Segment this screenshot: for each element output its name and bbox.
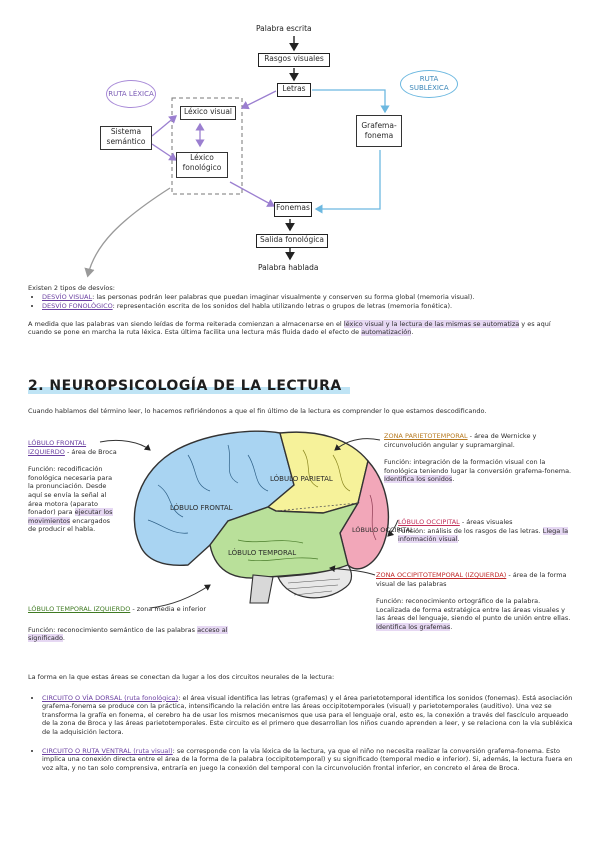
list-item: DESVÍO FONOLÓGICO: representación escrit… xyxy=(42,302,573,311)
text: Función: reconocimiento ortográfico de l… xyxy=(376,597,571,623)
parietotemporal-notes: ZONA PARIETOTEMPORAL - área de Wernicke … xyxy=(384,432,574,484)
dyslexia-section: Existen 2 tipos de desvíos: DESVÍO VISUA… xyxy=(28,284,573,337)
temporal-area: - zona media e inferior xyxy=(132,605,207,613)
parieto-function: Función: integración de la formación vis… xyxy=(384,458,574,484)
diagram-lexico-fonologico: Léxico fonológico xyxy=(176,152,228,178)
section-intro: Cuando hablamos del término leer, lo hac… xyxy=(28,407,487,415)
list-item: CIRCUITO O VÍA DORSAL (ruta fonológica):… xyxy=(42,694,573,737)
text: A medida que las palabras van siendo leí… xyxy=(28,319,342,328)
reading-routes-diagram xyxy=(84,36,390,278)
text: Función: análisis de los rasgos de las l… xyxy=(398,526,541,535)
list-item: CIRCUITO O RUTA VENTRAL (ruta visual): s… xyxy=(42,747,573,773)
text: Función: integración de la formación vis… xyxy=(384,458,572,475)
ot-title: ZONA OCCIPITOTEMPORAL (IZQUIERDA) xyxy=(376,571,507,579)
diagram-salida-fonologica: Salida fonológica xyxy=(256,234,328,248)
occipital-notes: LÓBULO OCCIPITAL - áreas visuales Funció… xyxy=(398,518,574,544)
frontal-area: - área de Broca xyxy=(66,447,117,456)
diagram-sistema-semantico: Sistema semántico xyxy=(100,126,152,150)
occ-area: - áreas visuales xyxy=(461,518,513,526)
occ-title: LÓBULO OCCIPITAL xyxy=(398,518,460,526)
text: y es aquí cuando se pone en marcha la ru… xyxy=(28,319,551,337)
text: . xyxy=(450,622,453,631)
section-title: 2. NEUROPSICOLOGÍA DE LA LECTURA xyxy=(28,378,350,394)
diagram-grafema-fonema: Grafema-fonema xyxy=(356,115,402,147)
brain-temporal-label: LÓBULO TEMPORAL xyxy=(228,549,297,557)
diagram-palabra-escrita: Palabra escrita xyxy=(256,24,312,33)
title-text: 2. NEUROPSICOLOGÍA DE LA LECTURA xyxy=(28,378,350,394)
list-item: DESVÍO VISUAL: las personas podrán leer … xyxy=(42,293,573,302)
highlight: Identifica los sonidos xyxy=(384,475,453,484)
item-text: se corresponde con la vía léxica de la l… xyxy=(42,746,573,772)
text: Función: reconocimiento semántico de las… xyxy=(28,625,196,634)
diagram-rasgos-visuales: Rasgos visuales xyxy=(258,53,330,67)
occ-function: Función: análisis de los rasgos de las l… xyxy=(398,526,574,544)
circuits-section: La forma en la que estas áreas se conect… xyxy=(28,673,573,773)
term: DESVÍO VISUAL xyxy=(42,292,93,301)
brain-parietal-label: LÓBULO PARIETAL xyxy=(270,475,333,483)
parieto-title: ZONA PARIETOTEMPORAL xyxy=(384,432,468,440)
term: CIRCUITO O RUTA VENTRAL (ruta visual) xyxy=(42,746,173,755)
ot-area: - área de la forma visual de las palabra… xyxy=(376,571,567,588)
text: Función: recodificación fonológica neces… xyxy=(28,465,113,517)
frontal-title: LÓBULO FRONTAL IZQUIERDO xyxy=(28,439,87,456)
text: . xyxy=(457,535,460,544)
frontal-function: Función: recodificación fonológica neces… xyxy=(28,465,118,534)
highlight: Identifica los grafemas xyxy=(376,622,451,631)
diagram-ruta-sublexica: RUTA SUBLÉXICA xyxy=(400,70,458,98)
brain-illustration xyxy=(133,430,390,604)
diagram-lexico-visual: Léxico visual xyxy=(180,106,236,120)
diagram-palabra-hablada: Palabra hablada xyxy=(258,263,319,272)
occipitotemporal-notes: ZONA OCCIPITOTEMPORAL (IZQUIERDA) - área… xyxy=(376,571,576,632)
diagram-ruta-lexica: RUTA LÉXICA xyxy=(106,80,156,108)
diagram-fonemas: Fonemas xyxy=(274,202,312,217)
text: . xyxy=(411,328,414,337)
brain-frontal-label: LÓBULO FRONTAL xyxy=(170,504,233,512)
text: . xyxy=(452,475,455,484)
term: CIRCUITO O VÍA DORSAL (ruta fonológica) xyxy=(42,693,179,702)
highlight: automatización xyxy=(361,328,412,337)
circuits-intro: La forma en la que estas áreas se conect… xyxy=(28,673,335,681)
brain-occipital-label: LÓBULO OCCIPITAL xyxy=(352,526,414,534)
temporal-left-notes: LÓBULO TEMPORAL IZQUIERDO - zona media e… xyxy=(28,605,258,643)
diagram-letras: Letras xyxy=(277,83,311,97)
brain-callouts xyxy=(99,438,399,609)
temporal-function: Función: reconocimiento semántico de las… xyxy=(28,625,258,643)
ot-function: Función: reconocimiento ortográfico de l… xyxy=(376,597,576,631)
text: encargados de producir el habla. xyxy=(28,516,111,534)
term: DESVÍO FONOLÓGICO xyxy=(42,302,113,311)
item-text: las personas podrán leer palabras que pu… xyxy=(96,292,475,301)
highlight: léxico visual y la lectura de las mismas… xyxy=(343,319,520,328)
temporal-title: LÓBULO TEMPORAL IZQUIERDO xyxy=(28,605,131,613)
dyslexia-intro: Existen 2 tipos de desvíos: xyxy=(28,284,115,292)
item-text: representación escrita de los sonidos de… xyxy=(116,302,453,311)
automation-paragraph: A medida que las palabras van siendo leí… xyxy=(28,319,573,337)
frontal-left-notes: LÓBULO FRONTAL IZQUIERDO - área de Broca… xyxy=(28,439,118,534)
item-text: el área visual identifica las letras (gr… xyxy=(42,693,573,736)
parieto-area: - área de Wernicke y circunvolución angu… xyxy=(384,432,537,449)
text: . xyxy=(62,634,65,643)
